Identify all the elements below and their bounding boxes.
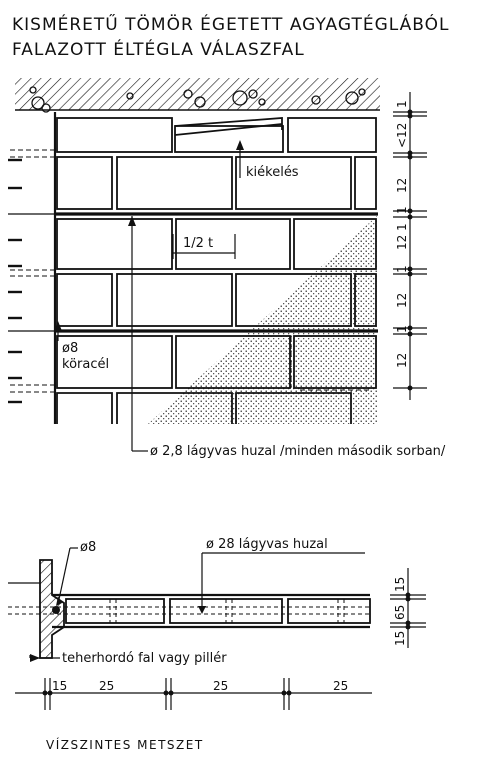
dim-e-4: 12 (395, 178, 409, 193)
dim-e-10: 12 (395, 353, 409, 368)
dim-s-bottom-1: 15 (52, 679, 67, 693)
title-line-1: KISMÉRETŰ TÖMÖR ÉGETETT AGYAGTÉGLÁBÓL (12, 13, 449, 35)
section-view: ø8 ø 28 lágyvas huzal teherhordó fal vag… (8, 537, 426, 710)
label-wire-elevation: ø 2,8 lágyvas huzal /minden második sorb… (150, 444, 446, 459)
brick-course-5 (56, 335, 377, 389)
dim-e-7: 1 (395, 265, 409, 273)
label-wire-section: ø 28 lágyvas huzal (206, 537, 328, 552)
brick-course-2 (56, 156, 377, 210)
brick-course-6 (56, 392, 352, 424)
dim-s-right-2: 65 (393, 605, 407, 620)
stipple-shading (148, 215, 378, 424)
label-support-wall: teherhordó fal vagy pillér (62, 651, 227, 666)
label-half-t: 1/2 t (183, 236, 213, 251)
section-bricks (65, 598, 371, 624)
elevation-view: kiékelés 1/2 t ø8 köracél ø 2,8 lágyvas … (8, 78, 446, 459)
section-caption: VÍZSZINTES METSZET (46, 737, 204, 752)
dim-e-5: 1 (395, 223, 409, 231)
dim-e-3: 1 (395, 206, 409, 214)
label-rebar-name: köracél (62, 357, 109, 372)
aggregate-marks (29, 86, 366, 113)
dim-s-right-3: 15 (393, 631, 407, 646)
ceiling-slab (15, 78, 380, 110)
dim-s-bottom-3: 25 (213, 679, 228, 693)
dim-s-right-1: 15 (393, 577, 407, 592)
brick-course-3 (56, 218, 377, 270)
label-rebar-dia: ø8 (62, 341, 78, 356)
hidden-lines (10, 149, 370, 393)
section-bottom-dimensions: 15 25 25 25 (15, 678, 372, 710)
support-wall-section (39, 559, 65, 659)
title-line-2: FALAZOTT ÉLTÉGLA VÁLASZFAL (12, 38, 305, 60)
dim-e-9: 1 (395, 325, 409, 333)
dim-e-8: 12 (395, 293, 409, 308)
dim-e-6: 12 (395, 235, 409, 250)
dim-e-2: <12 (395, 123, 409, 148)
section-right-dimensions: 15 65 15 (390, 568, 426, 648)
elevation-dimension-chain: 1 <12 1 12 1 12 1 12 1 12 (393, 92, 427, 400)
dim-s-bottom-4: 25 (333, 679, 348, 693)
dim-s-bottom-2: 25 (99, 679, 114, 693)
label-rebar-section: ø8 (80, 540, 96, 555)
brick-course-1 (56, 117, 377, 153)
dim-e-1: 1 (395, 100, 409, 108)
brick-course-4 (56, 273, 377, 327)
rebar-dot (52, 606, 60, 614)
label-kiekeles: kiékelés (246, 165, 299, 180)
support-wall-ticks (8, 158, 22, 404)
